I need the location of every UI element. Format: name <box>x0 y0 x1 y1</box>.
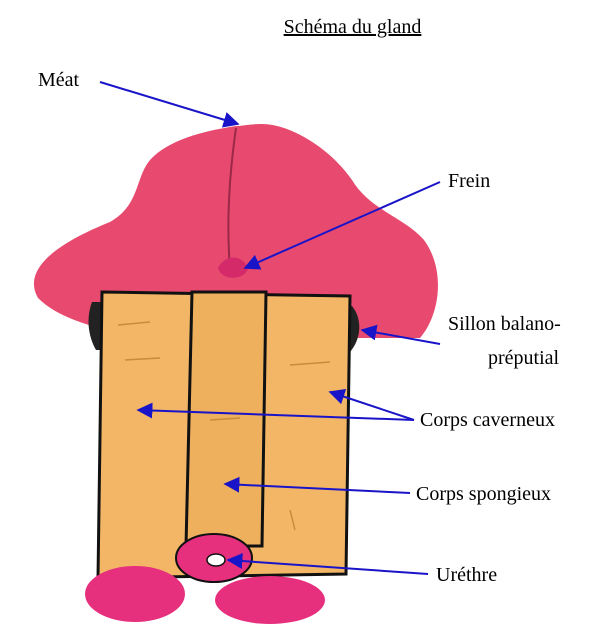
label-urethre: Uréthre <box>436 565 497 585</box>
cavernosum-right-base <box>215 576 325 624</box>
diagram-title: Schéma du gland <box>0 16 615 39</box>
label-corps-spongieux: Corps spongieux <box>416 484 551 504</box>
label-corps-caverneux: Corps caverneux <box>420 410 555 430</box>
label-sillon-line1: Sillon balano- <box>448 314 561 334</box>
cavernosum-left-base <box>85 566 185 622</box>
arrow-meat <box>100 82 238 124</box>
label-sillon-line2: préputial <box>488 348 559 368</box>
label-meat: Méat <box>38 70 79 90</box>
urethra-opening <box>207 554 225 566</box>
label-frein: Frein <box>448 171 490 191</box>
